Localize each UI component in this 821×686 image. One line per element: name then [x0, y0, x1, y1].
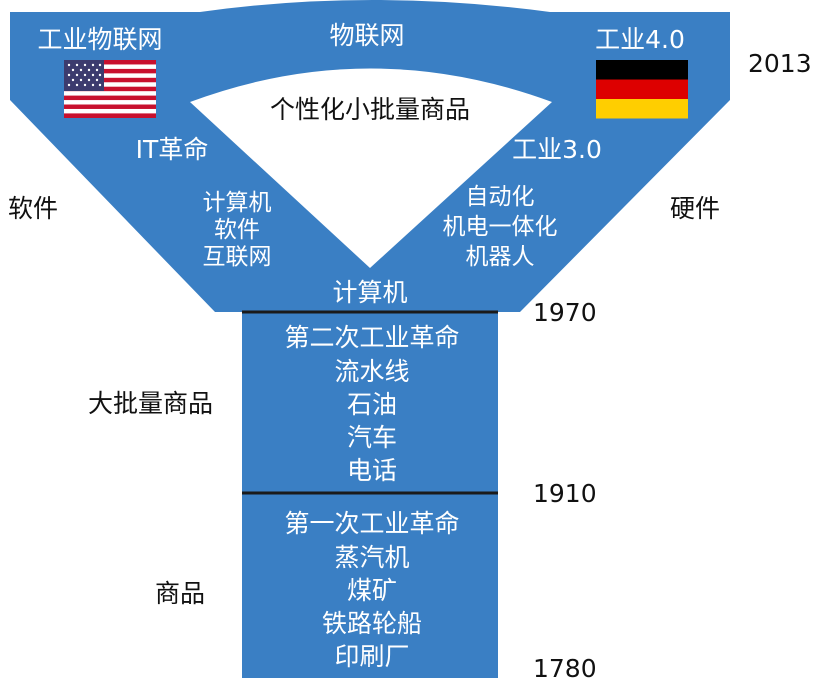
top-left-label: 工业物联网 — [37, 25, 162, 54]
us-flag-icon — [64, 60, 156, 118]
first-revolution-item: 蒸汽机 — [334, 543, 409, 572]
year-1970: 1970 — [533, 298, 597, 327]
right-arm-item: 自动化 — [466, 184, 535, 210]
side-left-label: 软件 — [8, 194, 58, 223]
left-arm-item: 计算机 — [203, 190, 272, 216]
year-2013: 2013 — [748, 49, 812, 78]
side-right-label: 硬件 — [670, 194, 720, 223]
top-right-label: 工业4.0 — [595, 25, 685, 54]
germany-flag-icon — [596, 60, 688, 119]
second-revolution-item: 流水线 — [334, 357, 409, 386]
year-1780: 1780 — [533, 654, 597, 683]
first-revolution-item: 印刷厂 — [334, 642, 409, 671]
first-revolution-title: 第一次工业革命 — [284, 509, 459, 538]
second-revolution-title: 第二次工业革命 — [284, 323, 459, 352]
right-arm-item: 机电一体化 — [443, 214, 558, 240]
inner-label: 个性化小批量商品 — [270, 95, 470, 124]
y-shape-body — [10, 0, 730, 678]
right-arm-item: 机器人 — [466, 244, 535, 270]
top-center-label: 物联网 — [329, 21, 404, 50]
second-revolution-item: 汽车 — [347, 423, 397, 452]
mass-goods-label: 大批量商品 — [88, 389, 213, 418]
year-1910: 1910 — [533, 479, 597, 508]
first-revolution-item: 煤矿 — [347, 576, 397, 605]
second-revolution-item: 石油 — [347, 390, 397, 419]
first-revolution-item: 铁路轮船 — [322, 609, 422, 638]
goods-label: 商品 — [155, 579, 205, 608]
left-arm-item: 软件 — [214, 217, 260, 243]
second-revolution-item: 电话 — [347, 456, 397, 485]
left-arm-title: IT革命 — [136, 135, 209, 164]
inner-arc-area — [190, 68, 552, 268]
neck-label: 计算机 — [332, 278, 407, 307]
right-arm-title: 工业3.0 — [512, 135, 602, 164]
left-arm-item: 互联网 — [203, 244, 272, 270]
